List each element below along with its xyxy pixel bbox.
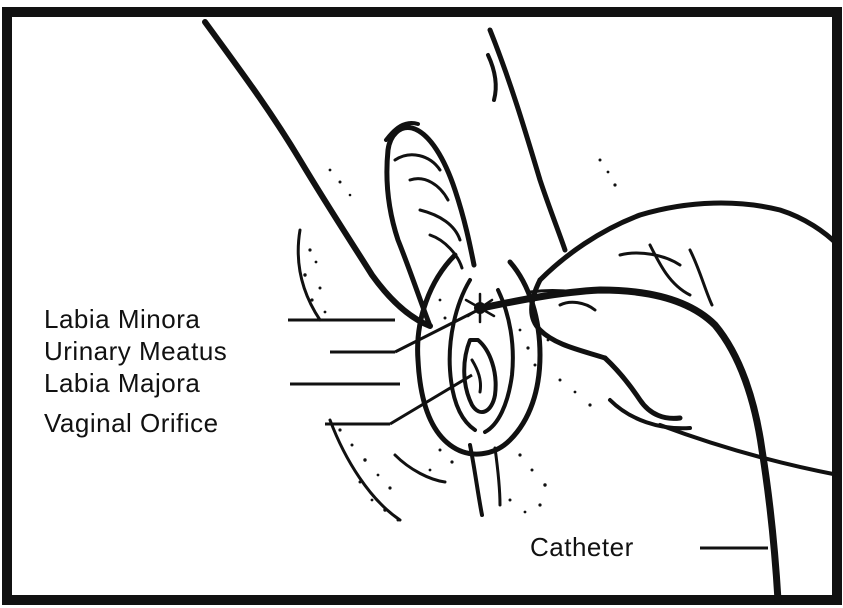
right-hand-drawing: [532, 203, 838, 475]
label-vaginal-orifice: Vaginal Orifice: [44, 408, 219, 438]
label-labia-minora: Labia Minora: [44, 304, 200, 334]
label-urinary-meatus: Urinary Meatus: [44, 336, 227, 366]
vulva-drawing: [418, 255, 540, 515]
label-catheter: Catheter: [530, 532, 634, 562]
label-labia-majora: Labia Majora: [44, 368, 200, 398]
leader-lines: [288, 310, 768, 548]
body-outline-drawing: [298, 30, 565, 520]
